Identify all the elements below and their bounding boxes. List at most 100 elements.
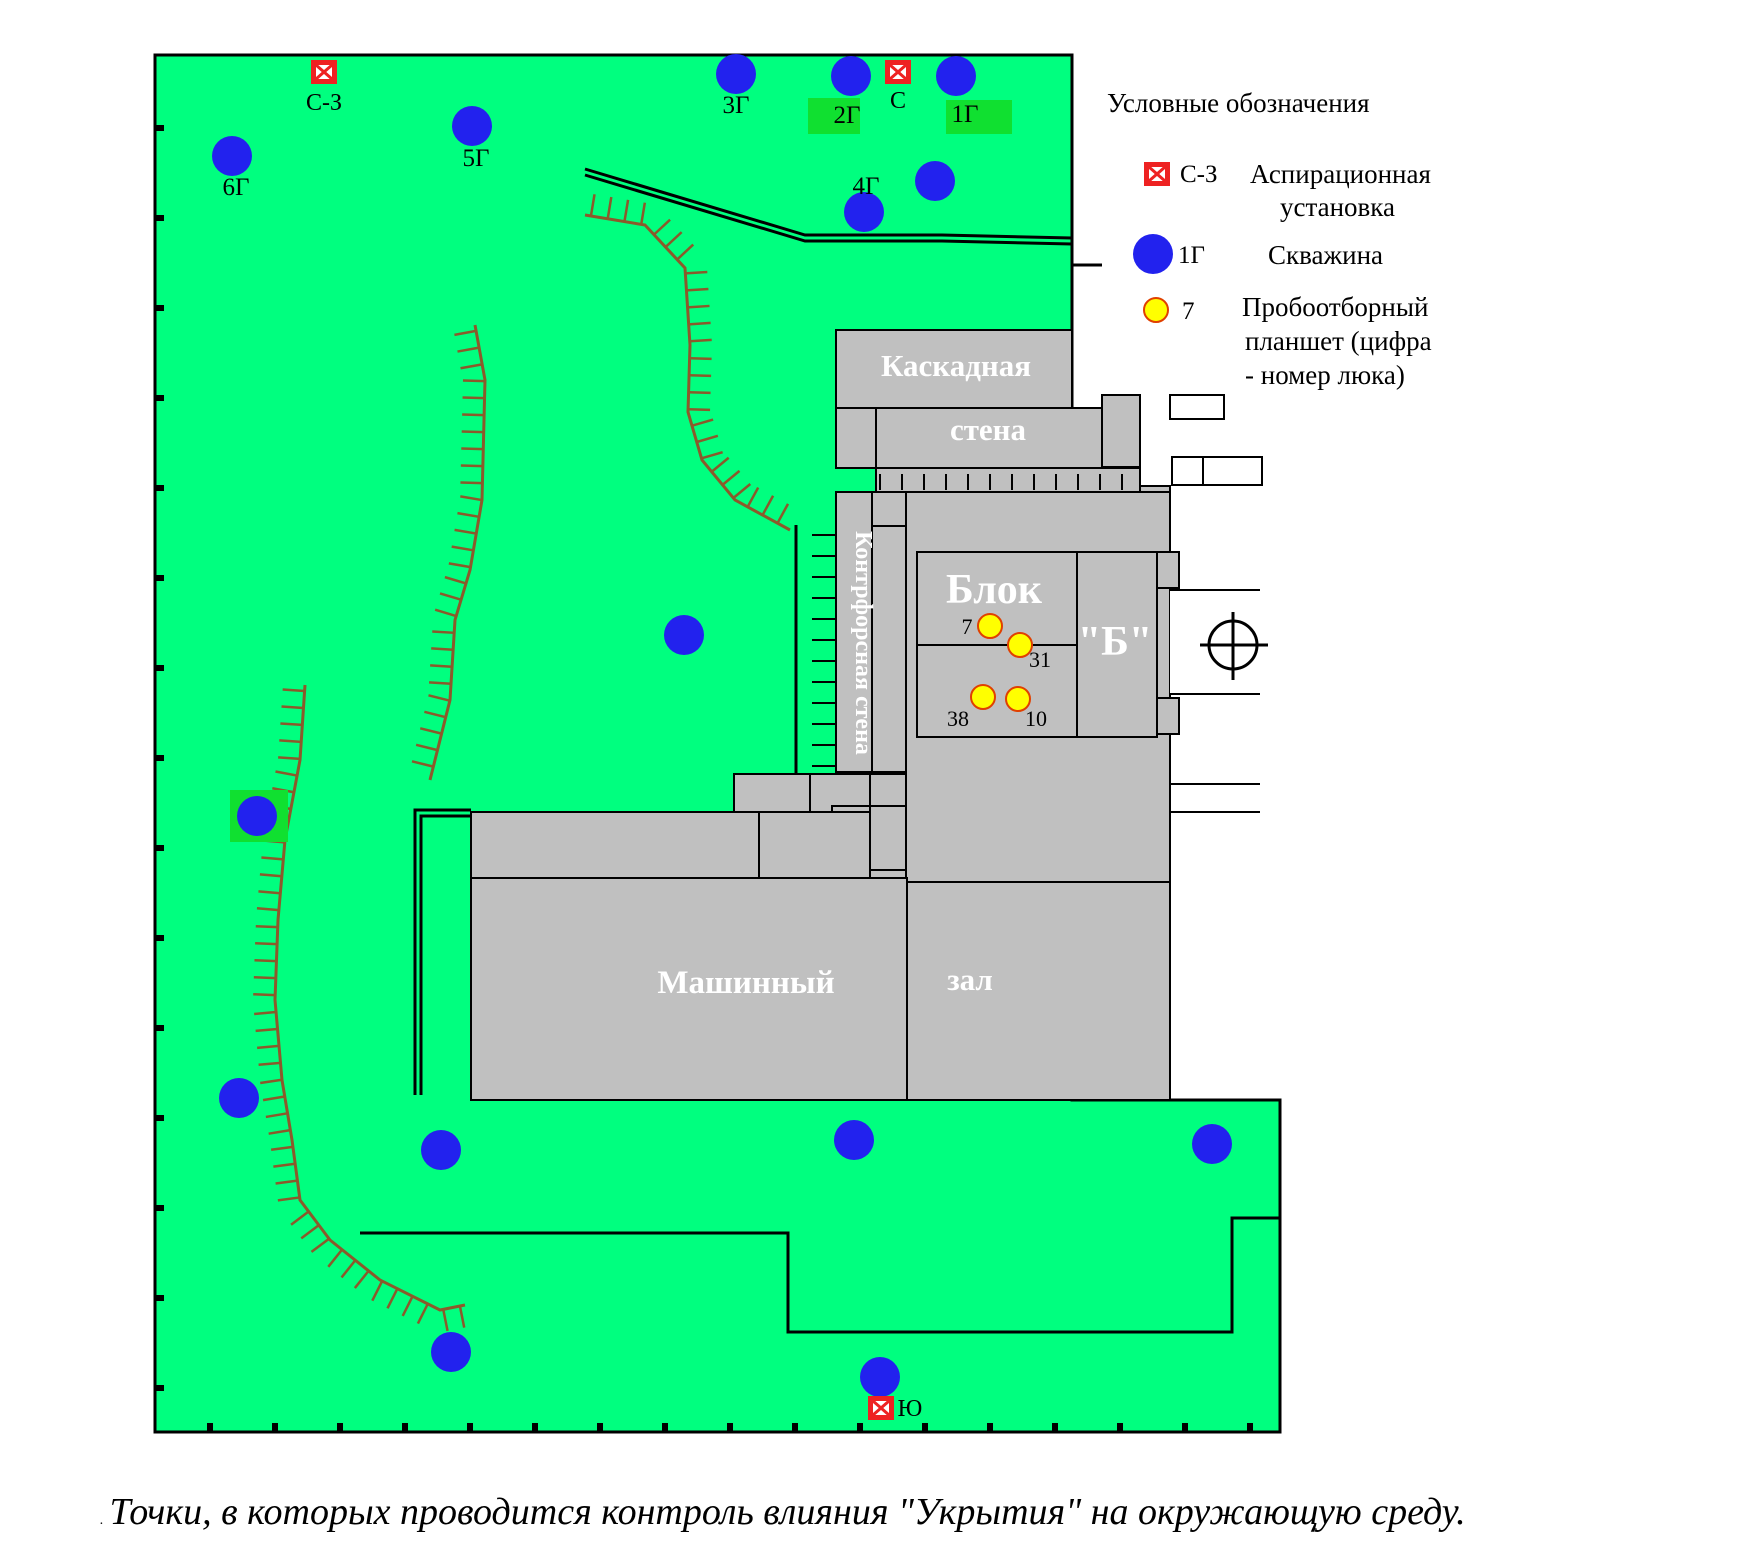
slope-hatch-line	[689, 374, 712, 378]
slope-hatch-line	[273, 1162, 296, 1168]
slope-hatch-line	[275, 1179, 298, 1185]
channel-lines	[360, 167, 1280, 1334]
slope-hatch-line	[259, 873, 282, 878]
caption-marker: .	[100, 1513, 104, 1528]
slope-hatch-line	[691, 418, 714, 427]
aspiration-label-yu: Ю	[898, 1396, 923, 1422]
slope-hatch-line	[457, 346, 480, 353]
slope-hatch-line	[253, 993, 276, 997]
sampler-icon	[1007, 632, 1033, 658]
well-icon	[860, 1357, 900, 1397]
outbuildings	[1169, 394, 1263, 813]
slope-hatch-line	[300, 1224, 320, 1240]
slope-hatch-line	[439, 592, 462, 601]
caption-text: Точки, в которых проводится контроль вли…	[109, 1491, 1466, 1533]
buttress-wall-label: Контрфорсная стена	[850, 531, 876, 755]
slope-hatch-line	[282, 688, 305, 693]
aspiration-label-s: С	[890, 88, 906, 114]
crosshair-icon	[1200, 612, 1268, 680]
legend-well-symbol: 1Г	[1178, 242, 1205, 269]
slope-hatch-line	[448, 562, 471, 569]
slope-hatch-line	[689, 338, 712, 343]
slope-hatch-line	[454, 528, 477, 535]
slope-hatch-line	[461, 447, 484, 451]
legend-well-text: Скважина	[1268, 240, 1383, 270]
legend-aspiration-text-1: Аспирационная	[1250, 159, 1431, 189]
slope-hatch-line	[686, 287, 709, 292]
slope-hatch-line	[258, 890, 281, 895]
slope-hatch-line	[340, 1259, 357, 1279]
slope-hatch-line	[431, 647, 454, 652]
slope-hatch-line	[260, 1078, 283, 1085]
slope-hatch-line	[277, 1196, 300, 1202]
slope-hatch-line	[710, 456, 730, 473]
well-icon	[716, 54, 756, 94]
well-label-4g: 4Г	[853, 173, 880, 200]
border-ticks-left	[155, 125, 164, 1391]
slope-hatch-line	[327, 1248, 344, 1268]
slope-hatch-line	[701, 450, 723, 460]
slope-hatch-line	[460, 495, 483, 502]
well-label-5g: 5Г	[463, 145, 490, 172]
slope-hatch-line	[430, 664, 453, 668]
slope-hatch-line	[255, 942, 278, 946]
slope-hatch-line	[721, 469, 741, 486]
legend-aspiration-text-2: установка	[1280, 192, 1395, 222]
slope-hatch-line	[732, 483, 752, 499]
slope-hatch-line	[411, 760, 434, 768]
well-label-2g: 2Г	[834, 102, 861, 129]
slope-hatch-line	[451, 545, 474, 552]
slope-hatch-line	[281, 705, 304, 710]
well-icon	[452, 106, 492, 146]
sampler-label-38: 38	[947, 706, 969, 731]
slope-hatch-line	[653, 218, 671, 236]
aspiration-unit-s: Ю	[868, 1396, 922, 1422]
slope-hatch-line	[746, 486, 760, 508]
slope-hatch-line	[255, 925, 278, 929]
slope-hatch-line	[270, 1145, 294, 1152]
cascade-wall-lower	[875, 407, 1103, 469]
machine-hall	[470, 877, 908, 1101]
well-icon	[834, 1120, 874, 1160]
slope-hatch-line	[290, 1210, 310, 1226]
well-icon	[431, 1332, 471, 1372]
aspiration-unit-n: С	[885, 60, 911, 114]
well-icon	[936, 56, 976, 96]
buildings	[470, 329, 1180, 1101]
cascade-wall-label-2: стена	[950, 412, 1027, 447]
slope-hatch-line	[275, 770, 298, 777]
slope-hatch-line	[254, 959, 277, 963]
slope-hatch-line	[416, 1303, 429, 1325]
slope-hatch-line	[458, 1305, 466, 1328]
figure-caption: . Точки, в которых проводится контроль вл…	[100, 1490, 1700, 1534]
sampler-label-10: 10	[1025, 706, 1047, 731]
slope-hatch-line	[419, 727, 442, 735]
sampler-label-31: 31	[1029, 647, 1051, 672]
slope-hatch-line	[589, 194, 596, 217]
slope-hatch-line	[256, 907, 279, 912]
site-map: Каскадная стена Контрфорсная стена Блок …	[153, 53, 1432, 1434]
slope-hatch-line	[685, 270, 708, 275]
slope-hatch-line	[689, 357, 712, 361]
slope-hatching	[253, 194, 790, 1332]
machine-hall-upper	[470, 811, 760, 879]
slope-hatch-line	[460, 481, 483, 485]
slope-hatch-line	[442, 1309, 449, 1332]
slope-hatch-line	[401, 1295, 414, 1317]
slope-hatch-line	[639, 202, 647, 225]
slope-hatch-line	[461, 430, 484, 434]
sampler-label-7: 7	[962, 614, 973, 639]
slope-hatch-line	[696, 434, 719, 444]
slope-hatch-line	[687, 304, 710, 309]
slope-hatch-line	[460, 363, 483, 370]
sampler-icon	[1143, 297, 1169, 323]
slope-hatch-line	[278, 756, 301, 761]
well-label-3g: 3Г	[723, 92, 750, 119]
sampler-icon	[977, 613, 1003, 639]
slope-hatch-line	[761, 495, 775, 516]
slope-hatch-line	[776, 503, 790, 524]
legend-sampler-text-2: планшет (цифра	[1245, 326, 1432, 356]
slope-hatch-line	[434, 608, 457, 618]
slope-hatch-line	[688, 391, 711, 395]
slope-hatch-line	[428, 681, 452, 685]
